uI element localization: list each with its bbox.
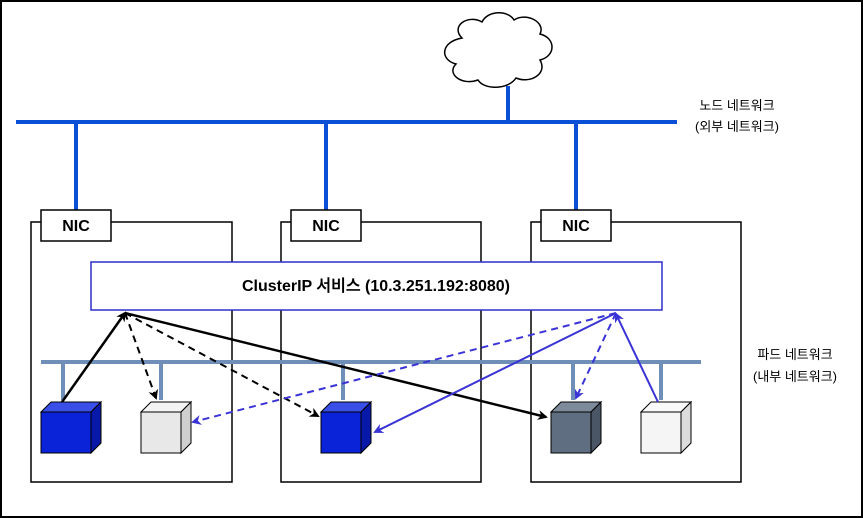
node-2-nic (290, 209, 362, 242)
request-arrow-service-to-pod3-blue (373, 312, 617, 433)
pod-cube-icon (549, 400, 603, 455)
request-arrow-service-to-pod4 (124, 311, 548, 420)
pod-cube-icon (139, 400, 193, 455)
request-arrow-service-to-pod2-blue (191, 312, 617, 425)
pod-network-label-line2: (내부 네트워크) (753, 369, 837, 384)
node-1-nic-label: NIC (62, 218, 90, 235)
node-1-nic (40, 209, 112, 242)
node-network-label-line1: 노드 네트워크 (699, 98, 774, 113)
request-arrow-service-to-pod2 (124, 312, 158, 400)
node-2-nic-label: NIC (312, 218, 340, 235)
pod-cube-icon (39, 400, 103, 455)
node-3-nic (540, 209, 612, 242)
node-3-nic-label: NIC (562, 218, 590, 235)
node-network-label-line2: (외부 네트워크) (695, 119, 779, 134)
cloud-icon (444, 12, 553, 88)
pod-cube-icon (639, 400, 693, 455)
clusterip-service-label: ClusterIP 서비스 (10.3.251.192:8080) (242, 277, 510, 295)
request-arrow-pod1-to-service (60, 311, 127, 403)
pod-network-label-line1: 파드 네트워크 (757, 347, 832, 362)
clusterip-service (90, 261, 663, 311)
node-2-box (280, 221, 482, 483)
pod-cube-icon (319, 400, 373, 455)
request-arrow-pod5-to-service (614, 312, 659, 403)
request-arrow-service-to-pod4-blue (574, 312, 617, 400)
